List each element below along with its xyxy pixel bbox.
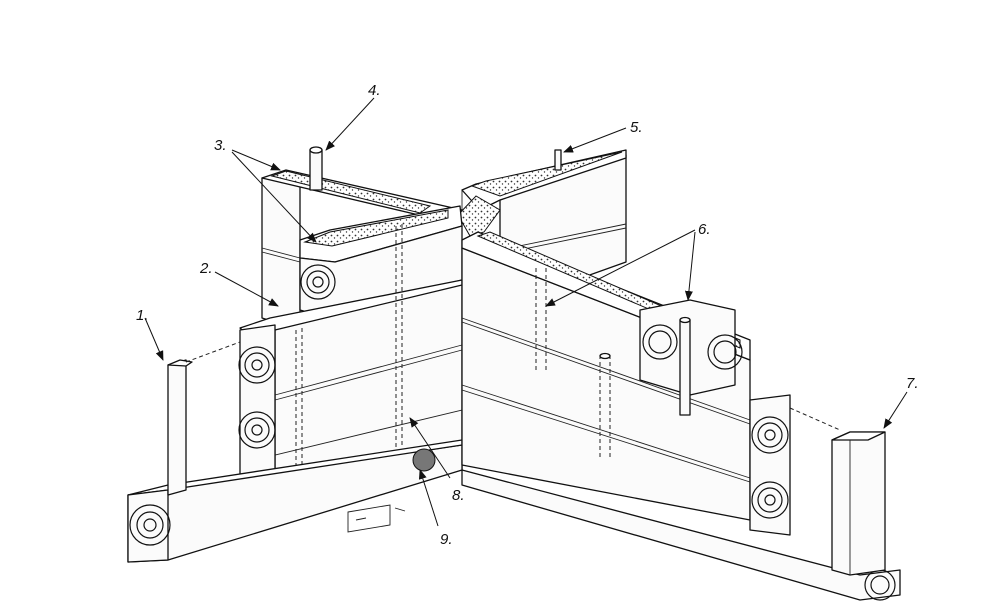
post-7 <box>831 431 886 576</box>
left-base-log <box>127 439 463 563</box>
label-6: 6. <box>698 221 711 238</box>
label-3: 3. <box>214 137 227 154</box>
rod-5 <box>554 149 562 171</box>
label-1: 1. <box>136 307 149 324</box>
label-5: 5. <box>630 119 643 136</box>
label-2: 2. <box>199 260 213 277</box>
rod-4 <box>309 146 323 191</box>
right-front-end-logs <box>749 394 841 536</box>
leader-lines <box>144 97 908 527</box>
corner-insulation <box>457 195 501 237</box>
label-9: 9. <box>440 531 453 548</box>
bolt-hole-9 <box>412 448 436 472</box>
label-4: 4. <box>368 82 381 99</box>
label-7: 7. <box>906 375 919 392</box>
post-1 <box>167 341 241 496</box>
label-8: 8. <box>452 487 465 504</box>
right-end-logs <box>639 299 743 416</box>
right-base-log <box>461 469 901 601</box>
upper-left-log <box>299 205 463 321</box>
